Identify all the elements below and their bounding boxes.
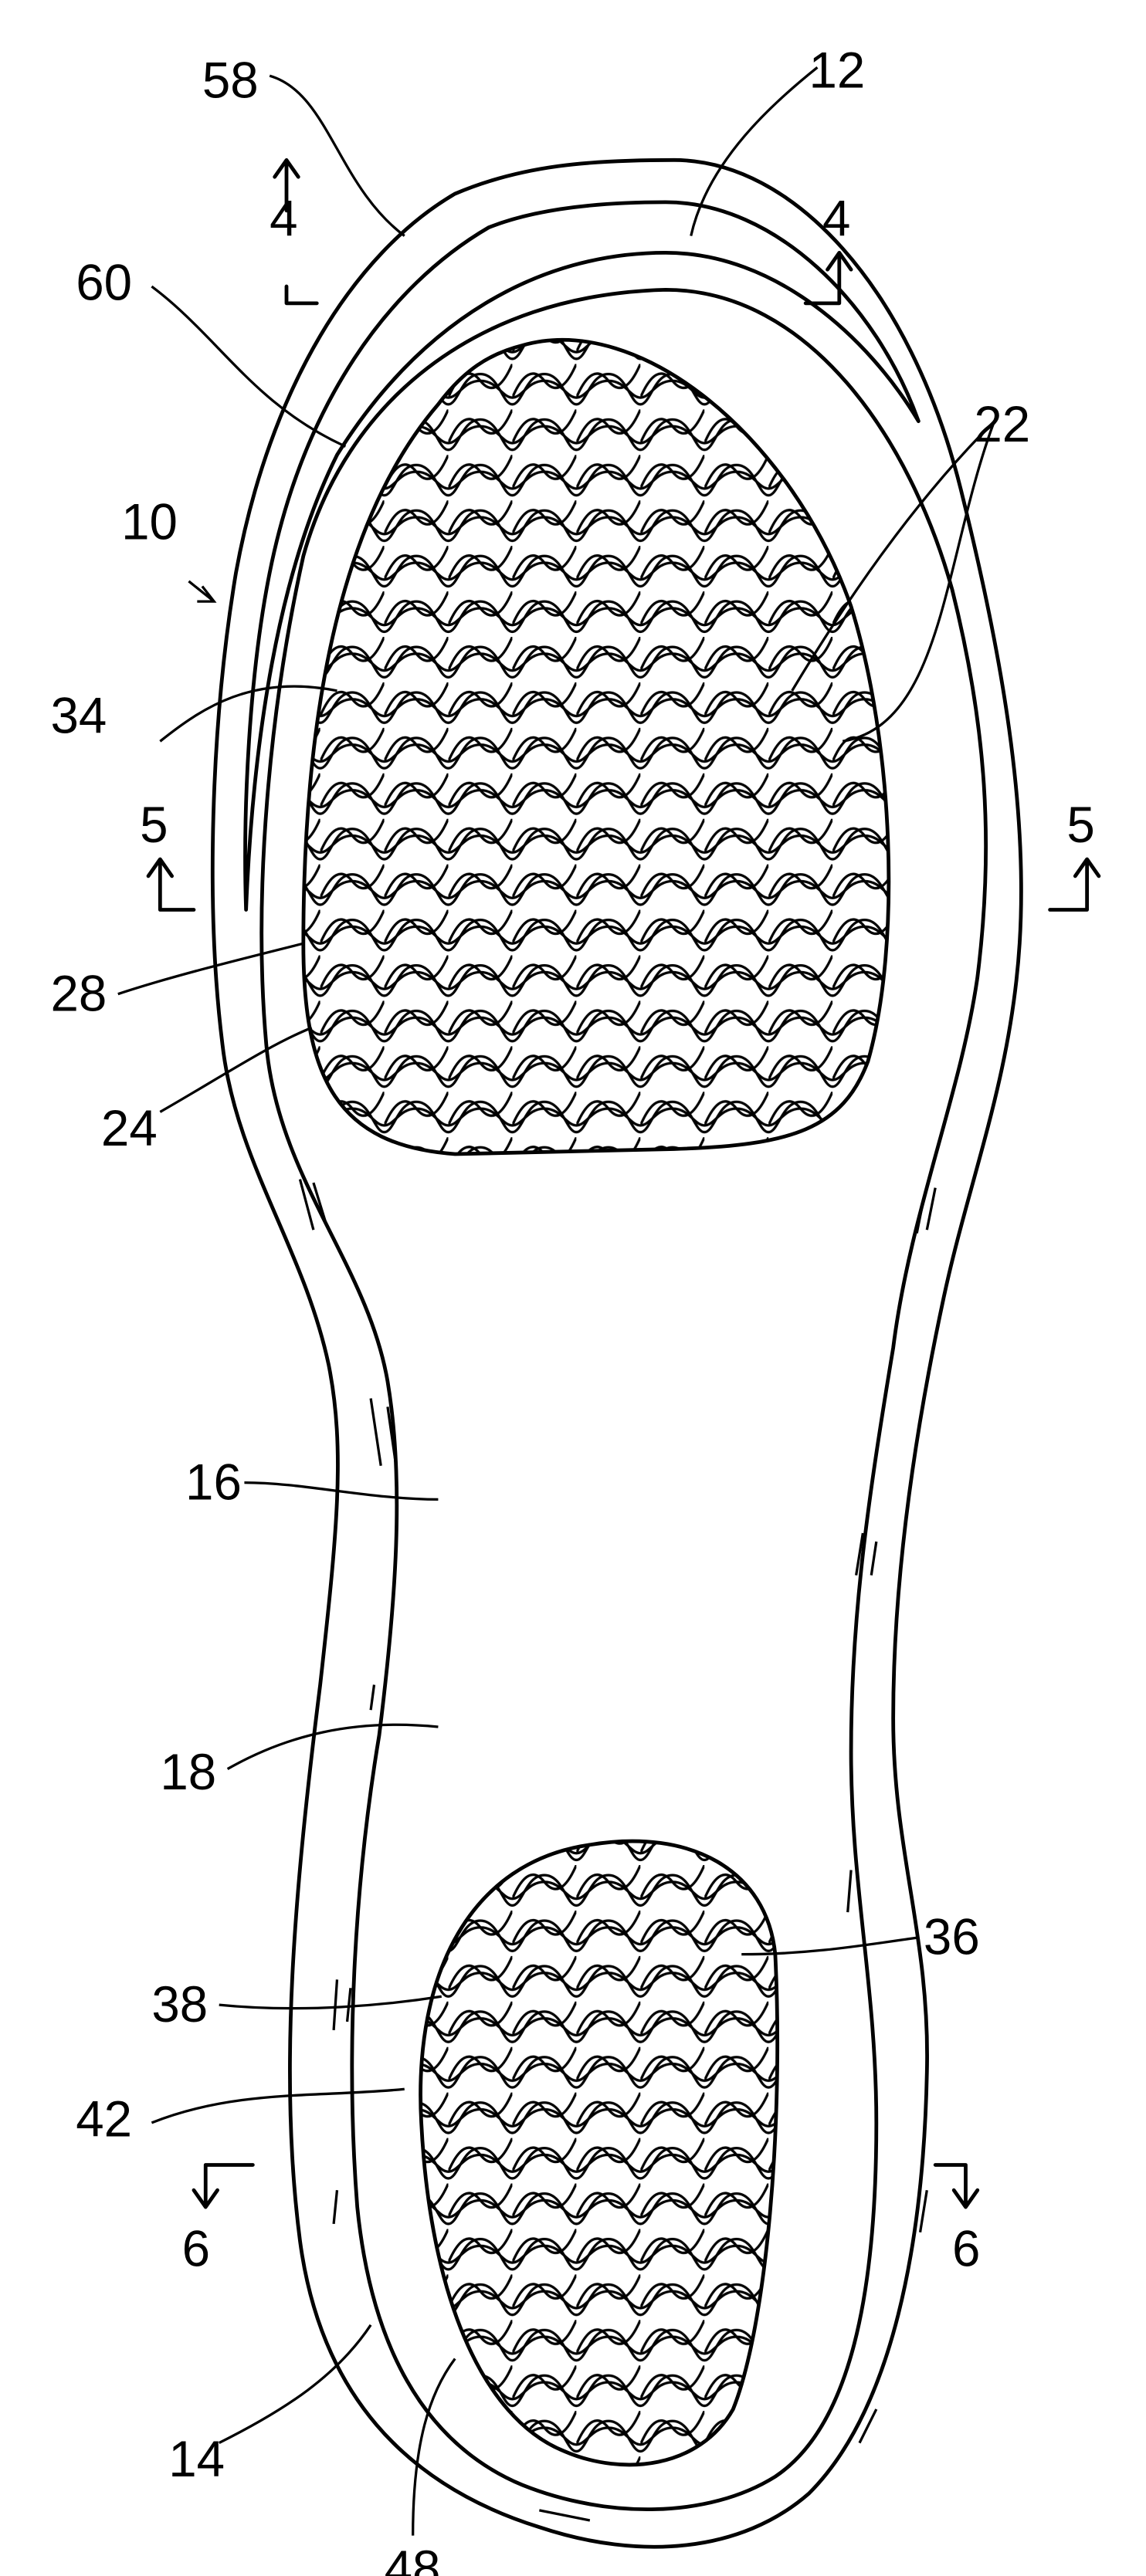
label-10: 10 bbox=[121, 493, 178, 550]
label-48: 48 bbox=[385, 2540, 441, 2576]
label-38: 38 bbox=[151, 1976, 208, 2033]
heel-traction-pad bbox=[419, 1839, 780, 2467]
label-5-right: 5 bbox=[1066, 797, 1094, 853]
label-24: 24 bbox=[101, 1100, 158, 1156]
label-42: 42 bbox=[76, 2090, 132, 2147]
section-markers bbox=[146, 157, 1101, 2209]
label-12: 12 bbox=[809, 42, 866, 98]
label-18: 18 bbox=[160, 1744, 216, 1800]
label-6-right: 6 bbox=[952, 2220, 980, 2276]
leader-lines bbox=[117, 66, 996, 2536]
label-4-left: 4 bbox=[270, 191, 297, 247]
label-16: 16 bbox=[185, 1454, 242, 1510]
forefoot-traction-pad bbox=[301, 337, 891, 1156]
label-34: 34 bbox=[50, 687, 107, 743]
label-5-left: 5 bbox=[140, 797, 168, 853]
label-6-left: 6 bbox=[182, 2220, 210, 2276]
outsole-outline bbox=[210, 157, 1023, 2549]
label-22: 22 bbox=[974, 396, 1030, 452]
rim-line bbox=[243, 200, 921, 912]
label-28: 28 bbox=[50, 965, 107, 1021]
label-58: 58 bbox=[202, 52, 259, 109]
label-4-right: 4 bbox=[822, 191, 850, 247]
label-60: 60 bbox=[76, 254, 132, 310]
label-14: 14 bbox=[168, 2431, 225, 2487]
shading-marks bbox=[298, 1179, 937, 2522]
label-36: 36 bbox=[924, 1909, 980, 1965]
inner-line bbox=[259, 287, 988, 2512]
